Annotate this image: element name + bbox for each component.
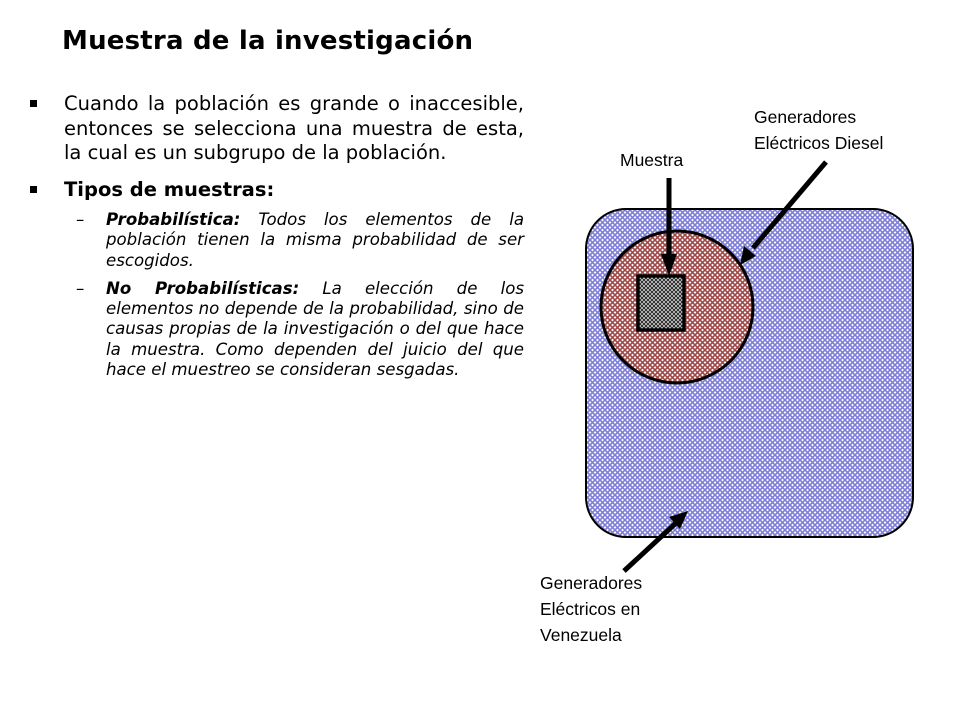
label-line: Eléctricos Diesel: [754, 133, 884, 153]
bullet-item: Cuando la población es grande o inaccesi…: [30, 92, 524, 166]
arrow-muestra: [661, 178, 677, 276]
label-venezuela: Generadores Eléctricos en Venezuela: [540, 570, 642, 648]
bullet-text: Cuando la población es grande o inaccesi…: [64, 92, 524, 164]
label-line: Generadores: [754, 107, 857, 127]
bullet-item: Tipos de muestras:: [30, 178, 524, 203]
arrow-venezuela: [622, 511, 688, 573]
sub-bullet-text: La elección de los elementos no depende …: [106, 278, 524, 380]
slide-title: Muestra de la investigación: [62, 26, 474, 56]
label-line: Generadores: [540, 573, 643, 593]
square-bullet-icon: [30, 100, 37, 107]
dash-bullet-icon: –: [76, 210, 85, 229]
sub-bullet-term: No Probabilísticas:: [106, 278, 300, 298]
bullet-text: Tipos de muestras:: [64, 177, 275, 201]
text-content: Cuando la población es grande o inaccesi…: [30, 92, 524, 380]
sub-bullet-term: Probabilística:: [106, 210, 241, 229]
sample-square: [636, 274, 686, 332]
square-bullet-icon: [30, 185, 37, 193]
label-diesel: Generadores Eléctricos Diesel: [754, 104, 883, 156]
label-line: Eléctricos en: [540, 599, 641, 619]
arrow-diesel: [740, 160, 828, 265]
sub-bullet-item: – No Probabilísticas: La elección de los…: [30, 279, 524, 380]
label-line: Venezuela: [540, 625, 622, 645]
label-muestra: Muestra: [620, 150, 684, 170]
sub-bullet-text: Todos los elementos de la población tien…: [106, 210, 524, 270]
dash-bullet-icon: –: [76, 278, 85, 298]
sub-bullet-item: – Probabilística: Todos los elementos de…: [30, 210, 524, 271]
